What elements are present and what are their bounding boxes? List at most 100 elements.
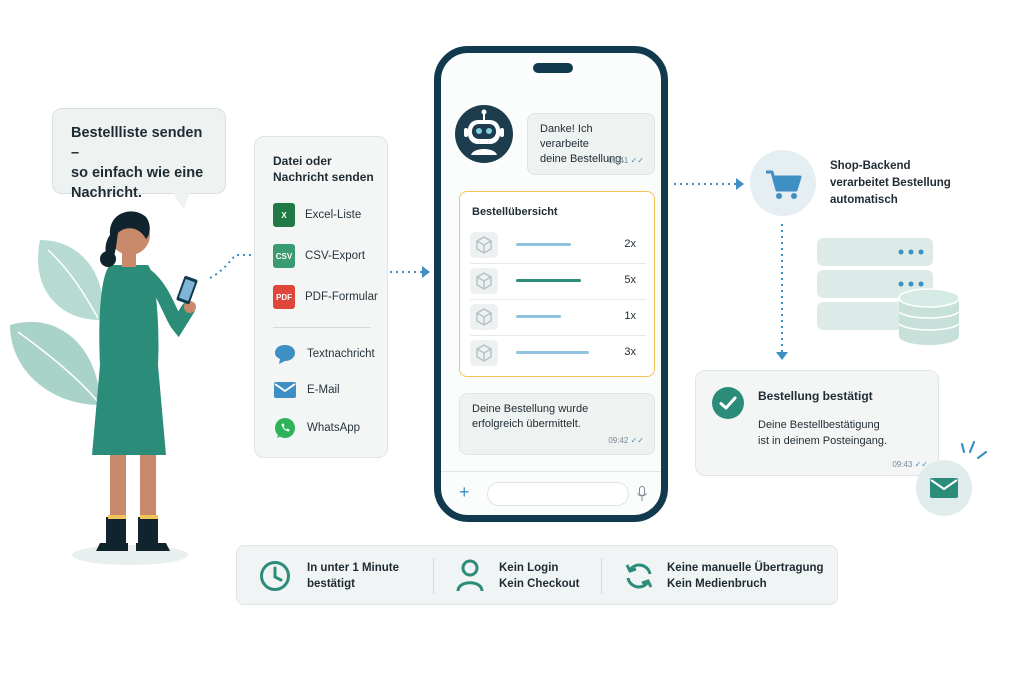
check-circle-icon [712, 387, 744, 419]
speech-bubble: Bestellliste senden – so einfach wie ein… [52, 108, 226, 201]
channel-csv[interactable]: CSV CSV-Export [273, 244, 365, 268]
feature-highlights-bar: In unter 1 Minute bestätigt Kein Login K… [236, 545, 838, 605]
envelope-icon [274, 382, 296, 398]
confirmation-line: ist in deinem Posteingang. [758, 435, 888, 447]
order-row: 1x [470, 302, 646, 332]
order-summary-card: Bestellübersicht 2x 5x 1x 3x [459, 191, 655, 377]
feature-separator [601, 558, 602, 594]
plus-icon[interactable]: + [459, 482, 470, 502]
whatsapp-icon [275, 418, 295, 438]
product-box-icon [470, 232, 498, 258]
channel-label: Textnachricht [307, 348, 375, 360]
product-line-placeholder [516, 279, 581, 282]
bot-message-bubble: Danke! Ich verarbeite deine Bestellung. … [527, 113, 655, 175]
product-box-icon [470, 268, 498, 294]
read-checkmarks-icon: ✓✓ [914, 460, 928, 469]
confirmation-line: Deine Bestellbestätigung [758, 419, 880, 431]
order-quantity: 2x [624, 238, 636, 250]
speech-line: so einfach wie eine [71, 165, 204, 181]
backend-line: Shop-Backend [830, 160, 911, 172]
feature-line: bestätigt [307, 578, 355, 590]
order-confirmation-card: Bestellung bestätigt Deine Bestellbestät… [695, 370, 939, 476]
channels-heading: Nachricht senden [273, 170, 374, 184]
channel-label: PDF-Formular [305, 291, 378, 303]
read-checkmarks-icon: ✓✓ [630, 436, 644, 445]
envelope-icon [930, 478, 958, 498]
message-text: Danke! Ich verarbeite [540, 123, 593, 150]
pdf-file-icon: PDF [273, 285, 295, 309]
message-timestamp: 09:42 ✓✓ [608, 436, 644, 445]
order-row-divider [470, 263, 646, 264]
feature-line: In unter 1 Minute [307, 562, 399, 574]
channel-label: WhatsApp [307, 422, 361, 434]
message-input[interactable] [487, 482, 629, 506]
order-quantity: 3x [624, 346, 636, 358]
channel-label: CSV-Export [305, 250, 366, 262]
success-message-bubble: Deine Bestellung wurde erfolgreich überm… [459, 393, 655, 455]
feature-separator [433, 558, 434, 594]
smartphone-chat: Danke! Ich verarbeite deine Bestellung. … [434, 46, 668, 522]
channel-pdf[interactable]: PDF PDF-Formular [273, 285, 378, 309]
feature-no-login: Kein Login Kein Checkout [499, 560, 580, 592]
order-summary-title: Bestellübersicht [472, 206, 558, 218]
server-database-icon [817, 238, 960, 345]
woman-with-phone-illustration [72, 211, 198, 565]
chat-input-bar: + [441, 471, 661, 515]
channel-label: Excel-Liste [305, 209, 362, 221]
user-icon [456, 559, 484, 592]
speech-line: Bestellliste senden – [71, 125, 203, 161]
speech-line: Nachricht. [71, 185, 142, 201]
leaf-decoration [10, 240, 103, 405]
backend-line: automatisch [830, 194, 898, 206]
channel-email[interactable]: E-Mail [273, 380, 340, 400]
mail-notification-badge [916, 460, 972, 516]
channel-whatsapp[interactable]: WhatsApp [273, 416, 360, 440]
confirmation-title: Bestellung bestätigt [758, 389, 873, 403]
order-row-divider [470, 299, 646, 300]
speech-bubble-tail [172, 192, 190, 210]
feature-line: Kein Medienbruch [667, 578, 767, 590]
feature-line: Kein Login [499, 562, 559, 574]
backend-description: Shop-Backend verarbeitet Bestellung auto… [830, 158, 990, 209]
feature-line: Keine manuelle Übertragung [667, 562, 824, 574]
order-row: 5x [470, 266, 646, 296]
backend-line: verarbeitet Bestellung [830, 177, 951, 189]
product-box-icon [470, 340, 498, 366]
product-line-placeholder [516, 243, 571, 246]
feature-speed: In unter 1 Minute bestätigt [307, 560, 399, 592]
channels-divider [273, 327, 371, 328]
channel-text-message[interactable]: Textnachricht [273, 343, 375, 365]
product-box-icon [470, 304, 498, 330]
channel-excel[interactable]: X Excel-Liste [273, 203, 361, 227]
product-line-placeholder [516, 315, 561, 318]
feature-line: Kein Checkout [499, 578, 580, 590]
order-row-divider [470, 335, 646, 336]
order-quantity: 1x [624, 310, 636, 322]
robot-icon [464, 109, 504, 155]
sync-icon [625, 563, 653, 589]
message-text: erfolgreich übermittelt. [472, 418, 581, 430]
send-channels-card: Datei oder Nachricht senden X Excel-List… [254, 136, 388, 458]
csv-file-icon: CSV [273, 244, 295, 268]
microphone-icon[interactable] [637, 486, 647, 502]
order-quantity: 5x [624, 274, 636, 286]
channels-heading: Datei oder [273, 154, 332, 168]
notification-burst-icon [960, 440, 988, 460]
clock-icon [260, 561, 290, 591]
chatbot-avatar [455, 105, 513, 163]
confirmation-timestamp: 09:43 ✓✓ [892, 460, 928, 469]
product-line-placeholder [516, 351, 589, 354]
confirmation-text: Deine Bestellbestätigung ist in deinem P… [758, 417, 887, 449]
feature-no-manual-transfer: Keine manuelle Übertragung Kein Medienbr… [667, 560, 824, 592]
phone-notch [533, 63, 573, 73]
message-text: deine Bestellung. [540, 153, 625, 165]
excel-file-icon: X [273, 203, 295, 227]
read-checkmarks-icon: ✓✓ [630, 156, 644, 165]
channel-label: E-Mail [307, 384, 340, 396]
shopping-cart-icon [766, 170, 802, 199]
shop-cart-badge [750, 150, 816, 216]
order-row: 3x [470, 338, 646, 368]
order-row: 2x [470, 230, 646, 260]
message-text: Deine Bestellung wurde [472, 403, 589, 415]
